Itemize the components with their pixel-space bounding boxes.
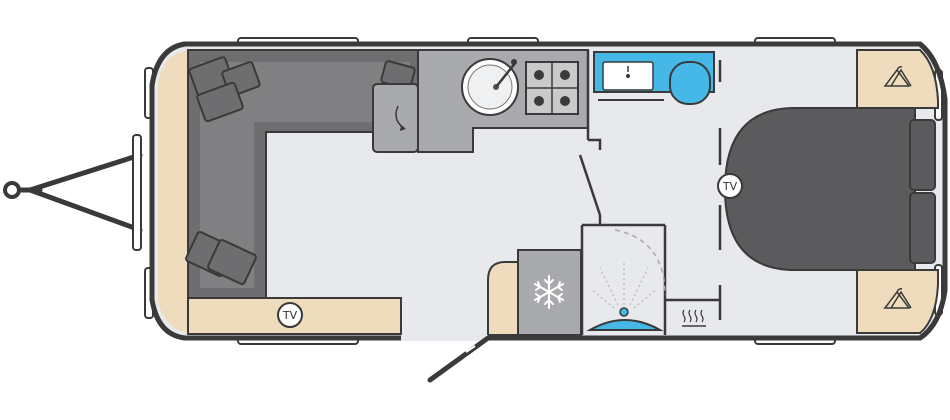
pillow-icon: [909, 192, 936, 264]
kitchen-unit: [417, 49, 589, 153]
gas-hob-icon: [525, 61, 579, 115]
caravan-body-outline: [149, 41, 948, 341]
heater-icon: [682, 309, 706, 327]
washroom: [593, 51, 715, 105]
hanger-icon: [883, 66, 912, 87]
door-side-unit: [487, 261, 519, 336]
cushion-icon: [196, 81, 244, 123]
island-bed: [723, 107, 936, 271]
snowflake-icon: [534, 275, 564, 309]
lounge-seating: [185, 49, 419, 299]
a-frame-hitch: [3, 152, 143, 233]
tv-bedroom: TV: [717, 173, 743, 199]
corner-cabinet: [372, 83, 419, 153]
pillow-icon: [909, 119, 936, 191]
shower-icon: [586, 229, 666, 331]
round-sink-icon: [461, 58, 519, 116]
front-window: [132, 134, 142, 251]
wardrobe-bottom: [856, 269, 939, 334]
cushion-icon: [207, 239, 257, 285]
fridge-unit: [517, 249, 582, 336]
toilet-icon: [669, 61, 711, 105]
wardrobe-top: [856, 49, 939, 109]
front-panel: [158, 50, 188, 333]
entrance-door: [401, 335, 491, 383]
hanger-icon: [883, 288, 912, 309]
hitch-ball-icon: [3, 181, 21, 199]
tv-lounge-label: TV: [282, 309, 298, 322]
tv-lounge: TV: [277, 302, 303, 328]
tv-bedroom-label: TV: [722, 180, 738, 193]
